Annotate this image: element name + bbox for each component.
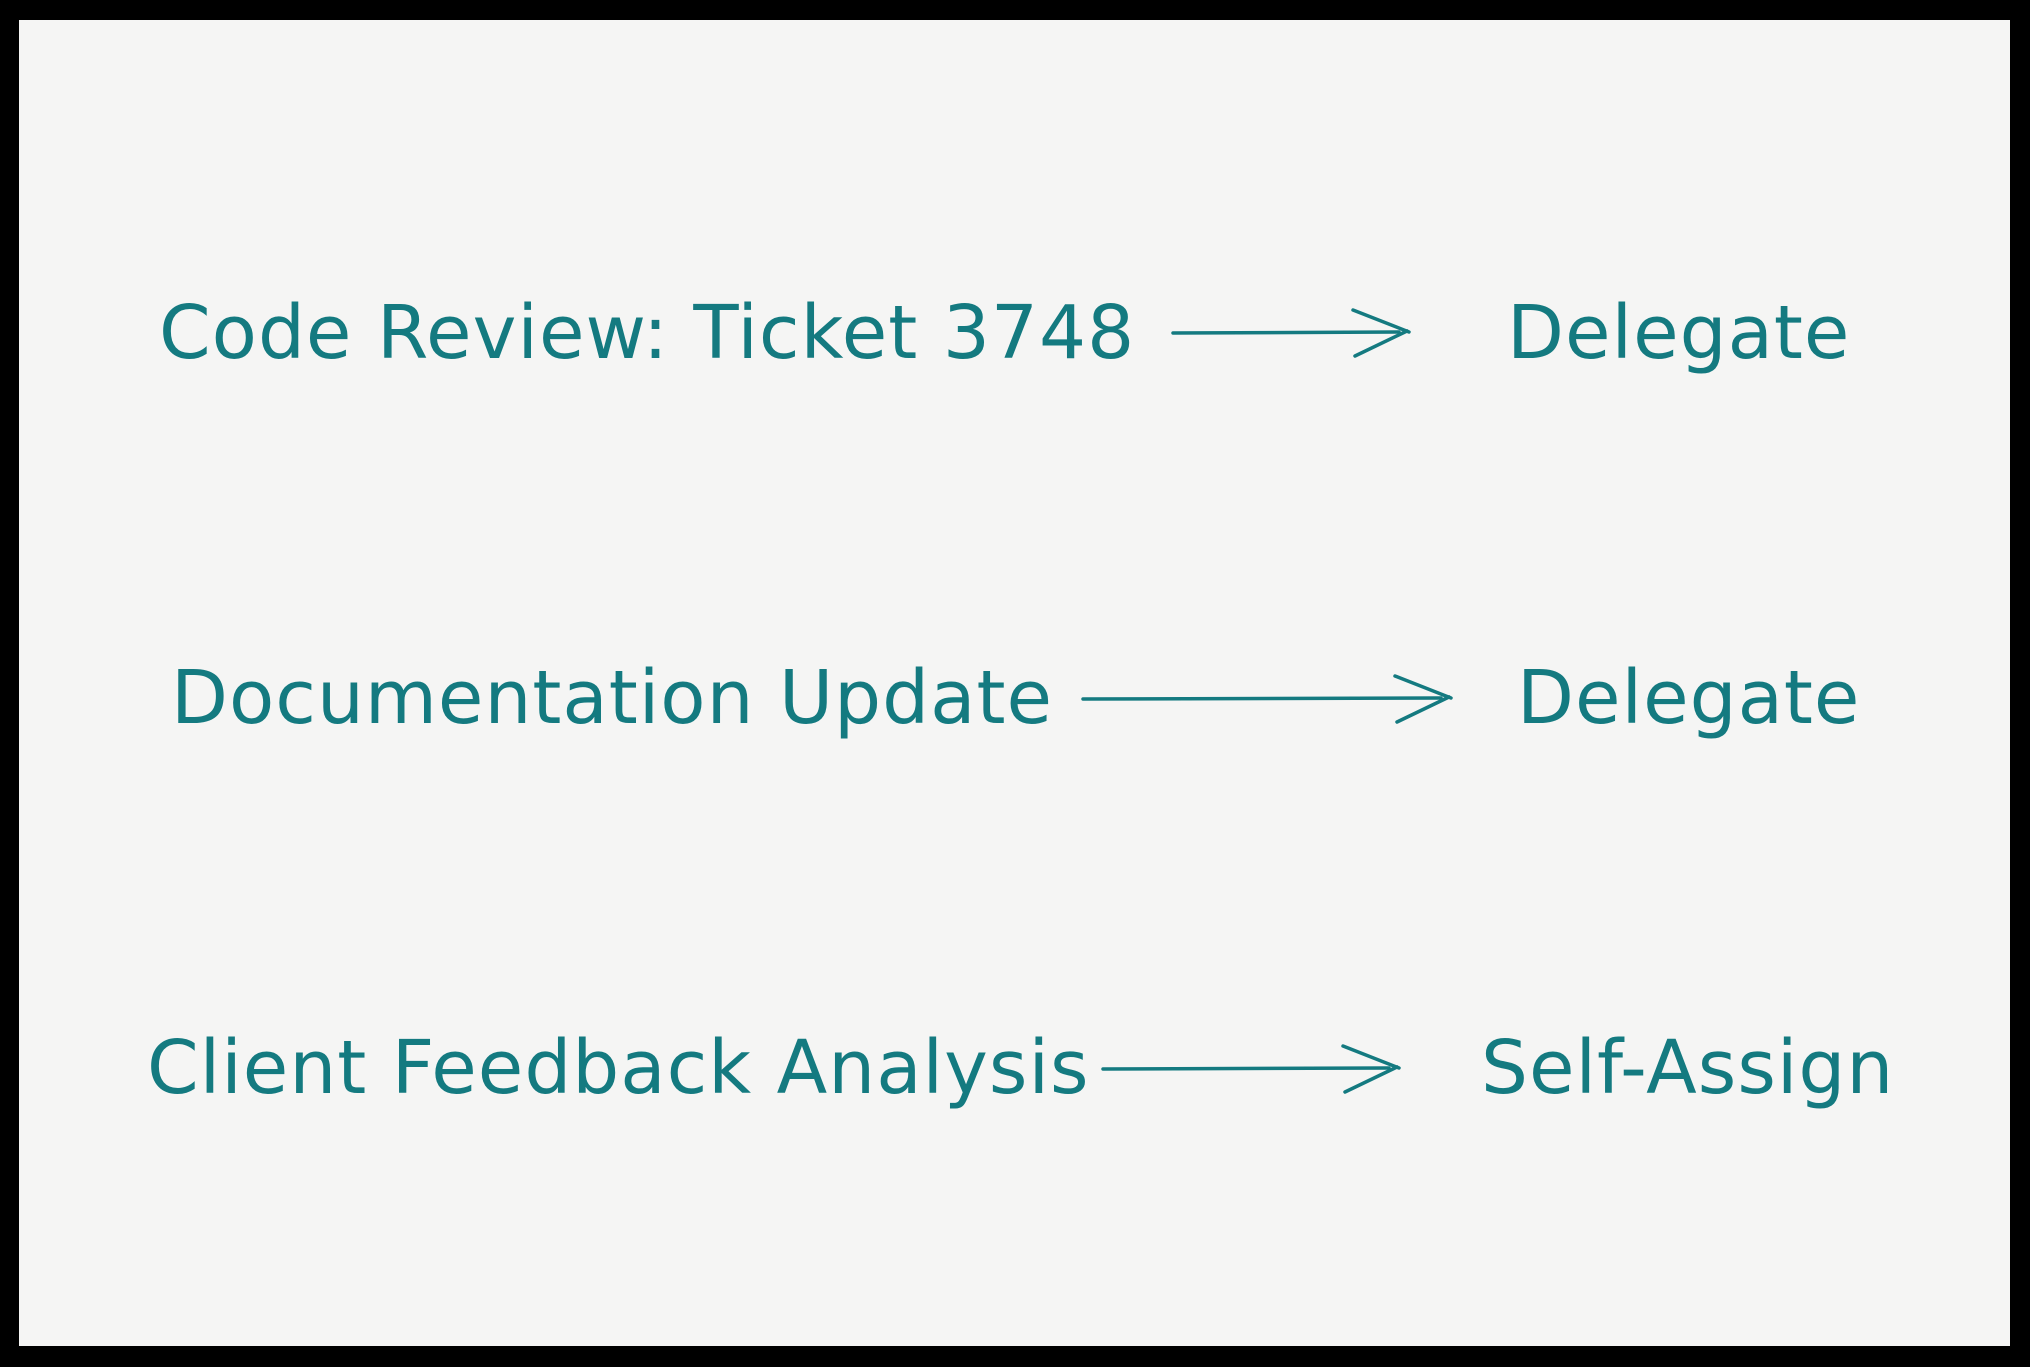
assignment-label: Delegate <box>1507 290 1851 376</box>
task-row: Code Review: Ticket 3748 Delegate <box>19 278 2010 388</box>
task-label: Client Feedback Analysis <box>147 1025 1090 1111</box>
drawing-canvas: Code Review: Ticket 3748 Delegate Docume… <box>19 20 2010 1346</box>
task-row: Client Feedback Analysis Self-Assign <box>19 1013 2010 1123</box>
assignment-label: Delegate <box>1517 655 1861 741</box>
right-arrow-icon <box>1171 278 1411 388</box>
task-label: Documentation Update <box>171 655 1053 741</box>
right-arrow-icon <box>1081 643 1453 753</box>
task-label: Code Review: Ticket 3748 <box>159 290 1136 376</box>
assignment-label: Self-Assign <box>1481 1025 1895 1111</box>
right-arrow-icon <box>1101 1013 1401 1123</box>
task-row: Documentation Update Delegate <box>19 643 2010 753</box>
